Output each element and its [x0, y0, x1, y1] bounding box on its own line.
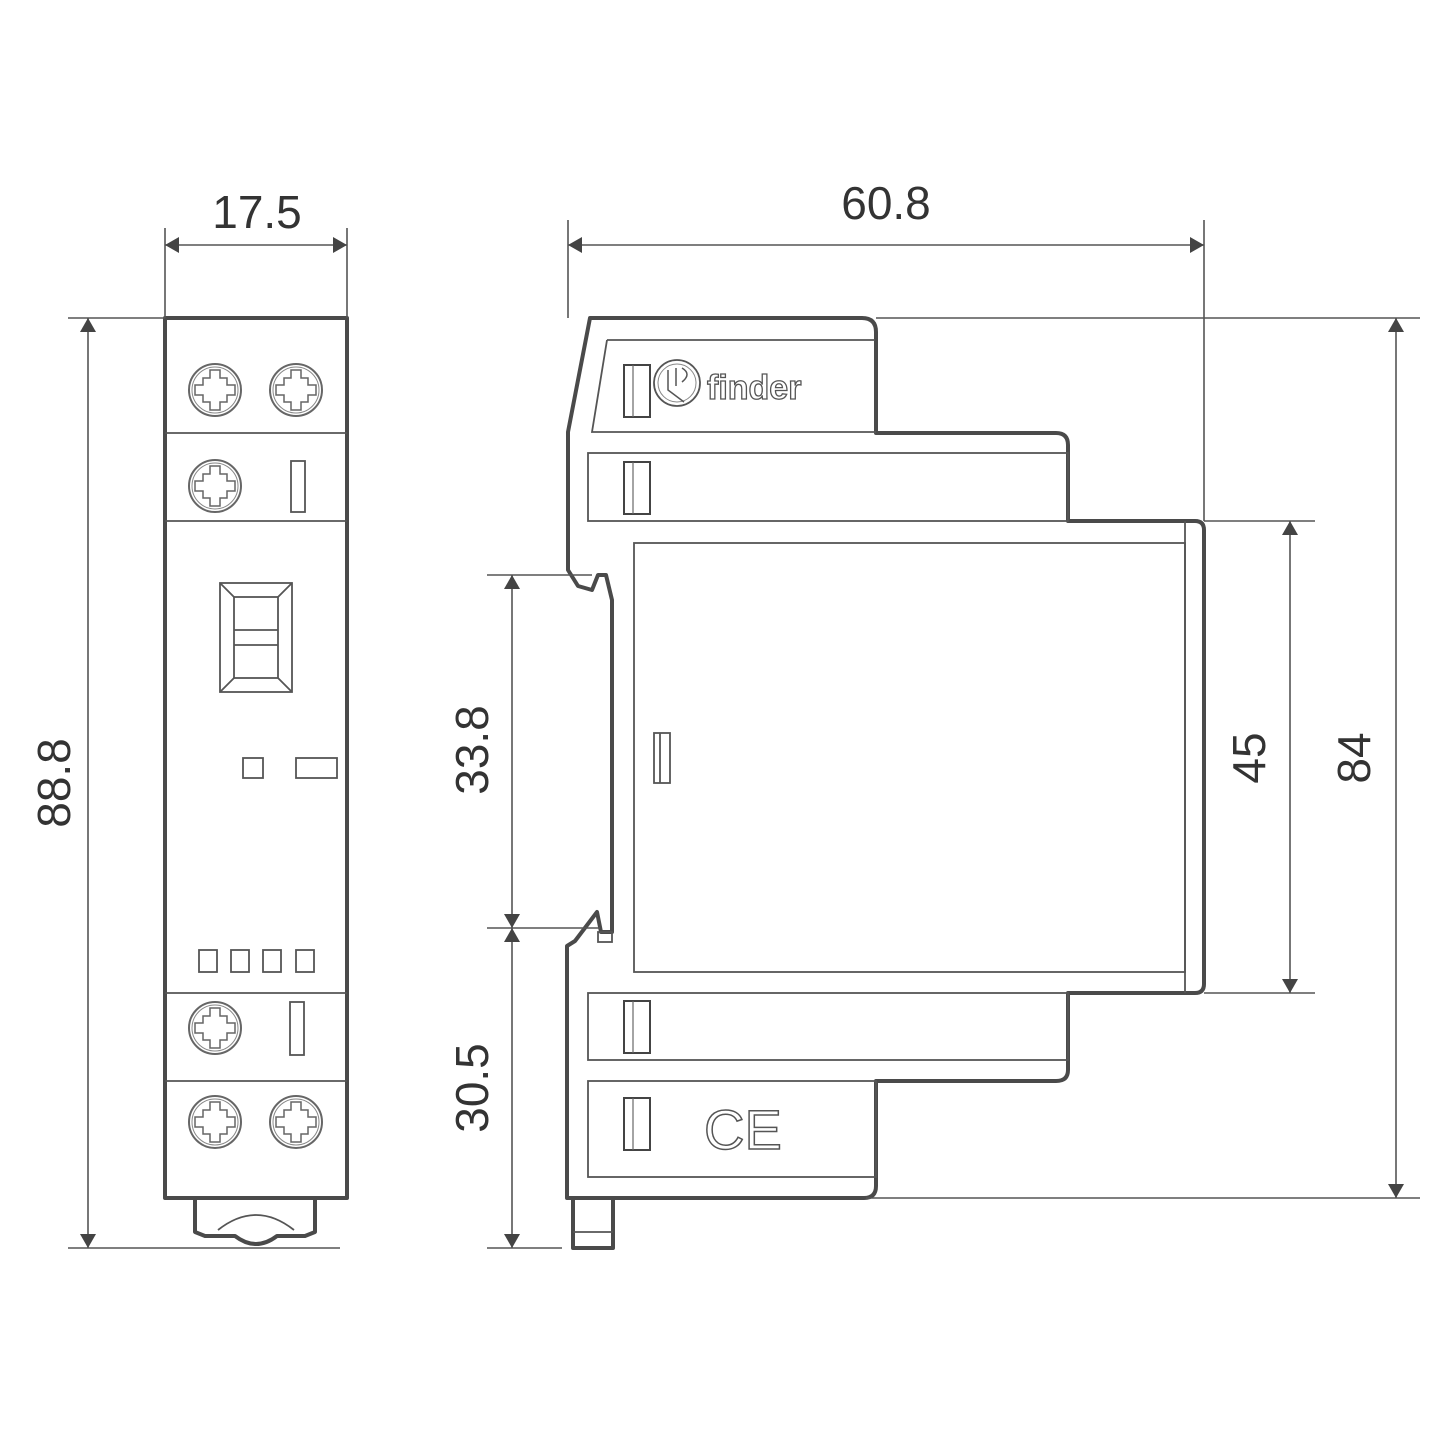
side-view: finder CE — [565, 316, 1206, 1250]
screw-terminal-icon — [188, 459, 242, 513]
dimension-front-height: 88.8 — [28, 317, 340, 1249]
dim-label-60-8: 60.8 — [841, 177, 931, 229]
dimension-front-face: 45 — [1204, 520, 1315, 994]
ce-mark-icon: CE — [704, 1098, 782, 1161]
led-indicator — [242, 757, 264, 779]
dimension-side-depth: 60.8 — [567, 177, 1205, 521]
screw-terminal-icon — [269, 1095, 323, 1149]
side-body — [565, 316, 1206, 1200]
dimension-din-upper: 33.8 — [446, 574, 600, 929]
selector-window — [219, 582, 293, 693]
dim-label-17-5: 17.5 — [212, 186, 302, 238]
dim-label-84: 84 — [1328, 732, 1380, 783]
front-body — [163, 316, 349, 1200]
dim-label-30-5: 30.5 — [446, 1043, 498, 1133]
terminal-slot — [289, 1001, 305, 1056]
label-slot — [295, 757, 338, 779]
front-face — [633, 542, 1186, 973]
dimension-side-height: 84 — [866, 317, 1420, 1199]
dim-label-88-8: 88.8 — [28, 738, 80, 828]
dim-label-45: 45 — [1223, 732, 1275, 783]
screw-terminal-icon — [188, 1001, 242, 1055]
front-view — [163, 316, 349, 1246]
finder-logo: finder — [653, 359, 802, 408]
screw-terminal-icon — [188, 363, 242, 417]
dim-label-33-8: 33.8 — [446, 705, 498, 795]
screw-terminal-icon — [188, 1095, 242, 1149]
dimension-din-lower: 30.5 — [446, 928, 562, 1249]
screw-terminal-icon — [269, 363, 323, 417]
terminal-slot — [290, 460, 306, 513]
brand-logo-text: finder — [707, 369, 801, 407]
din-clip — [193, 1198, 317, 1246]
dimension-front-width: 17.5 — [164, 186, 348, 318]
